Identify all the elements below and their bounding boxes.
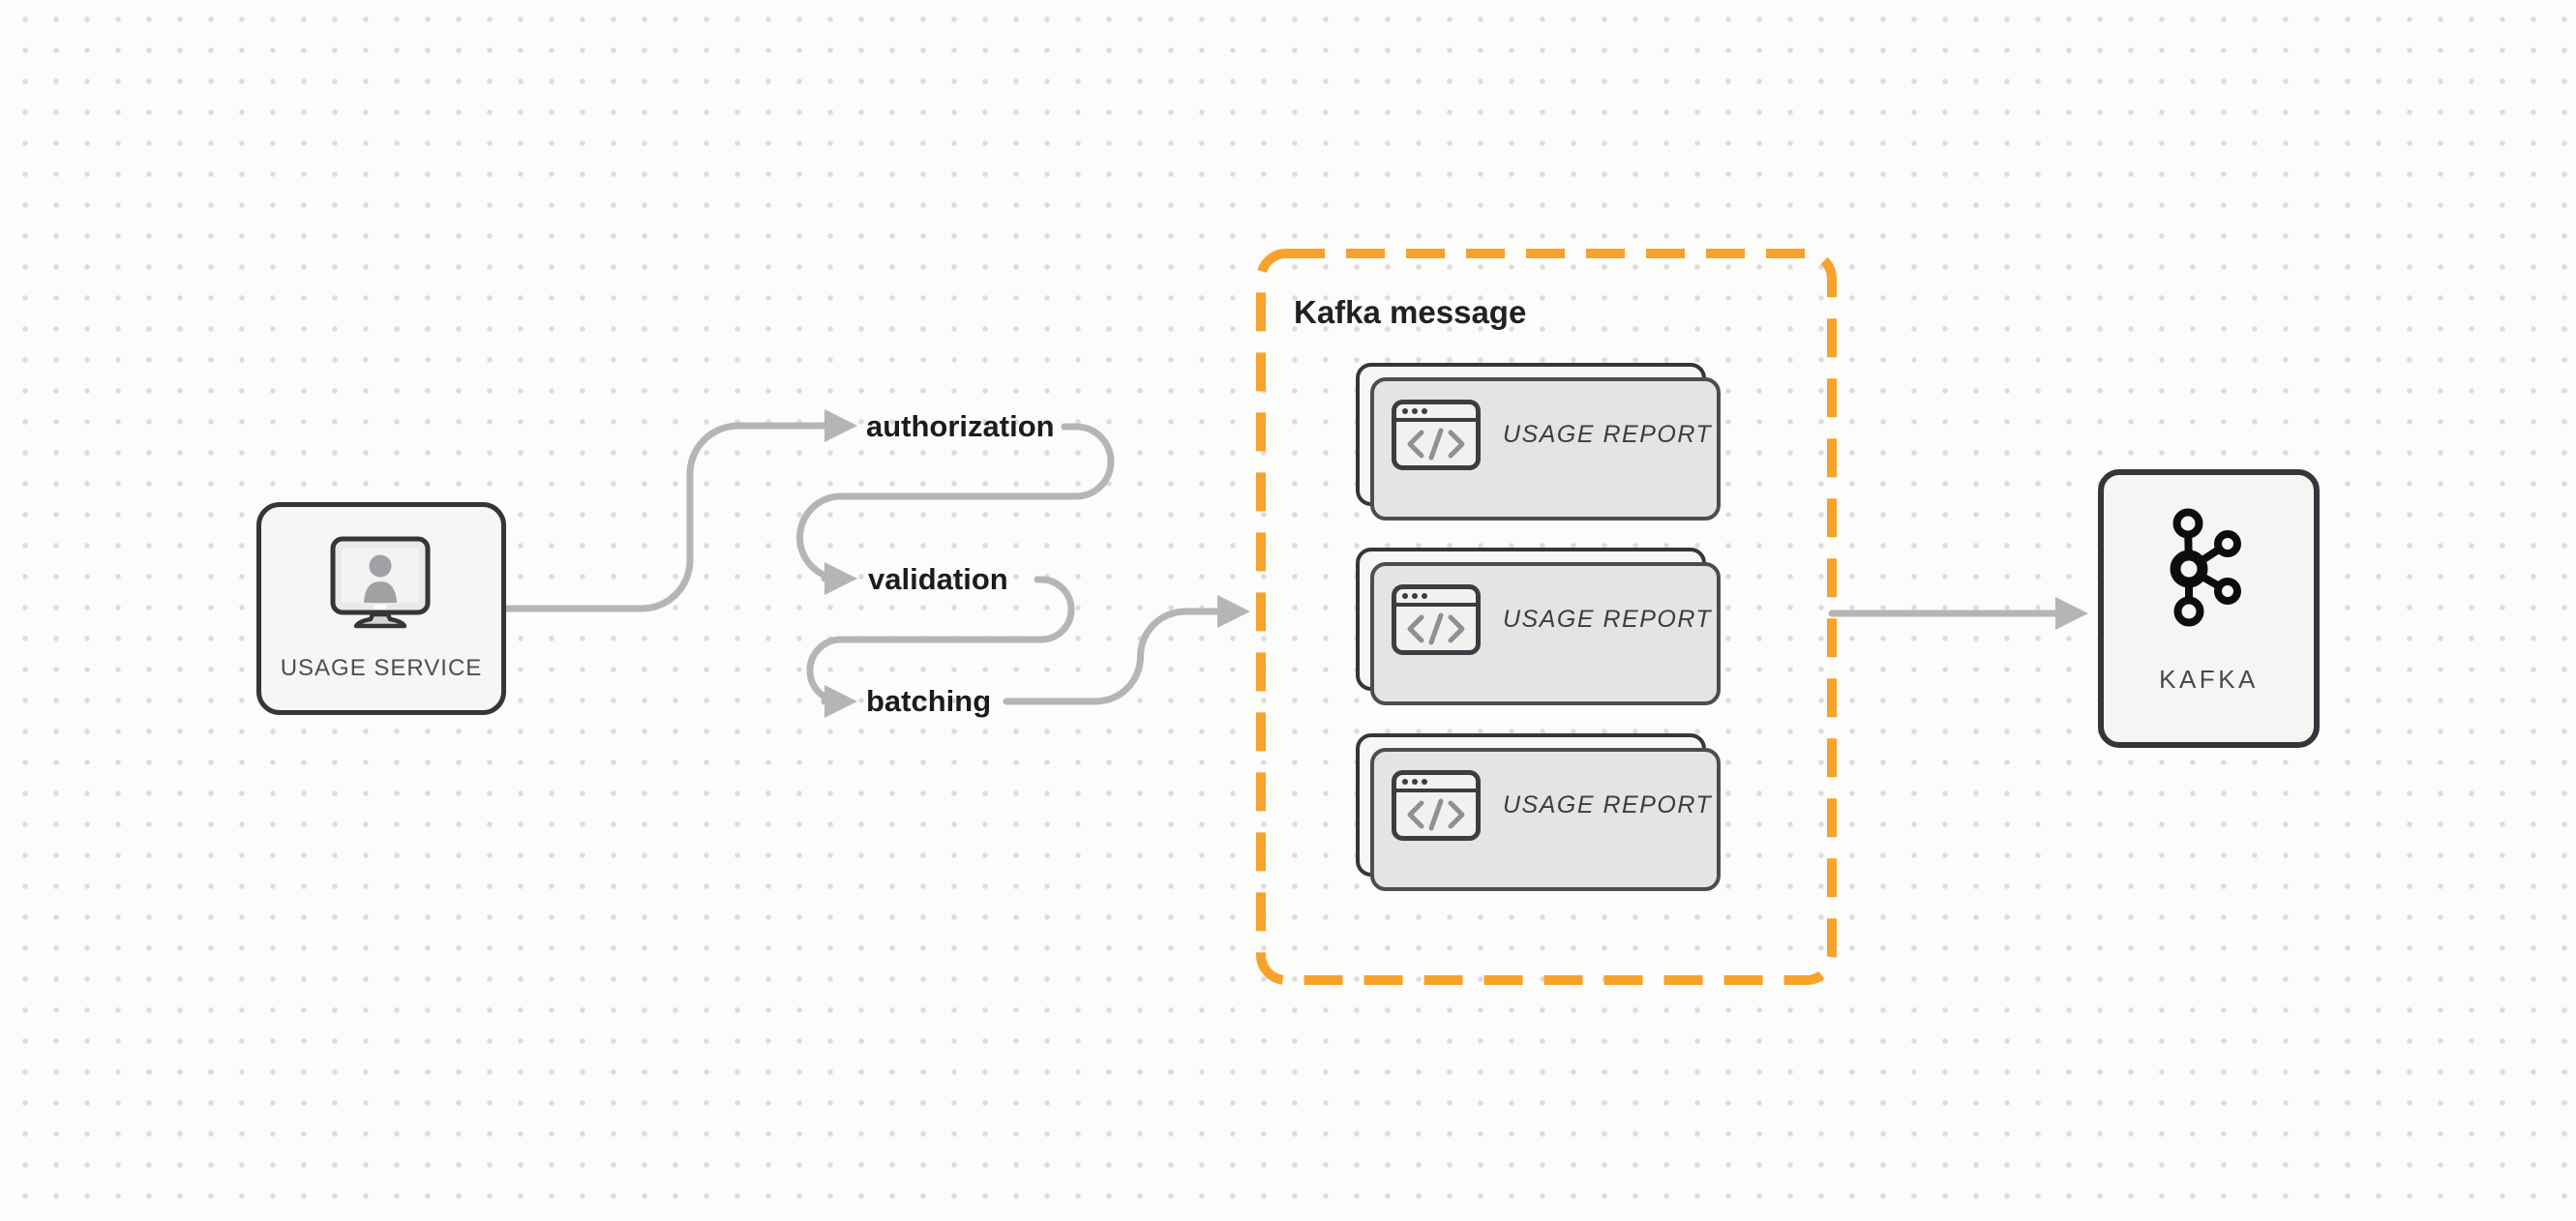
usage-report-card: USAGE REPORT — [1356, 548, 1721, 705]
flow-step-authorization: authorization — [866, 409, 1055, 443]
kafka-logo-icon — [2157, 497, 2263, 638]
wire-batching-to-kafka-message — [1003, 608, 1221, 705]
wire-validation-to-batching — [806, 576, 1075, 705]
arrowhead-batching — [824, 685, 857, 718]
usage-report-label: USAGE REPORT — [1503, 605, 1713, 633]
flow-wires — [502, 422, 2059, 705]
usage-service-label: USAGE SERVICE — [280, 655, 483, 681]
kafka-message-boundary — [1256, 249, 1837, 985]
arrowheads — [824, 409, 2088, 718]
code-window-icon — [1392, 584, 1481, 660]
usage-report-card: USAGE REPORT — [1356, 363, 1721, 521]
arrowhead-authorization — [824, 409, 857, 442]
arrowhead-kafka — [2055, 597, 2088, 630]
usage-report-label: USAGE REPORT — [1503, 790, 1713, 819]
arrowhead-kafka-message — [1217, 595, 1250, 628]
flow-step-validation: validation — [868, 562, 1008, 596]
usage-report-label: USAGE REPORT — [1503, 420, 1713, 448]
wire-usage-to-authorization — [502, 422, 828, 612]
code-window-icon — [1392, 770, 1481, 846]
usage-report-card: USAGE REPORT — [1356, 733, 1721, 891]
usage-service-node: USAGE SERVICE — [256, 502, 506, 715]
kafka-message-title: Kafka message — [1294, 294, 1527, 330]
flow-step-batching: batching — [866, 684, 992, 718]
arrowhead-validation — [824, 562, 857, 595]
monitor-user-icon — [330, 536, 431, 634]
wire-authorization-to-validation — [796, 423, 1115, 582]
kafka-label: KAFKA — [2159, 665, 2259, 694]
kafka-message-group: Kafka message USAGE REPORT — [1261, 253, 1832, 980]
code-window-icon — [1392, 400, 1481, 475]
kafka-node: KAFKA — [2098, 469, 2320, 748]
